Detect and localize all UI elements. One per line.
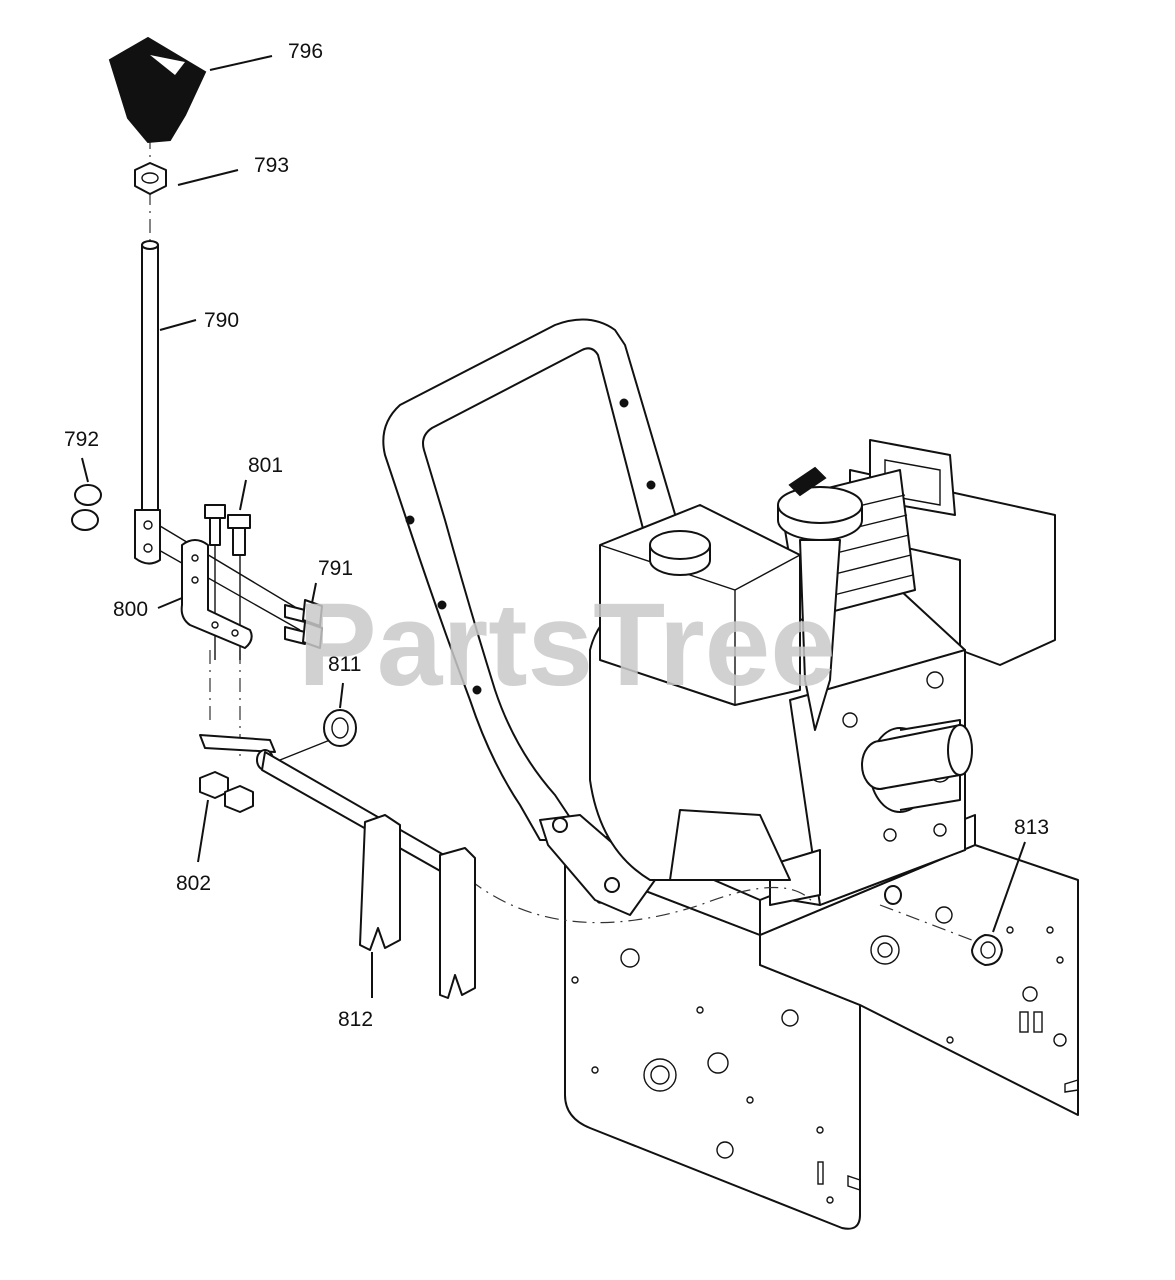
callout-792: 792: [64, 428, 99, 451]
callout-812: 812: [338, 1008, 373, 1031]
callout-791: 791: [318, 557, 353, 580]
watermark: PartsTree: [298, 579, 836, 711]
nuts-802: [199, 771, 254, 813]
callout-796: 796: [288, 40, 323, 63]
spacers-792: [71, 484, 102, 531]
engine: [589, 439, 1056, 906]
knob-796: [108, 36, 207, 144]
bolts-801: [204, 504, 251, 556]
bolts-791: [284, 599, 323, 649]
callout-labels: 796 793 790 792 801 791 800 811 802 812 …: [64, 40, 1049, 1031]
callout-800: 800: [113, 598, 148, 621]
callout-801: 801: [248, 454, 283, 477]
leader-lines: [81, 55, 1026, 998]
shift-rod-790: [134, 240, 161, 565]
callout-813: 813: [1014, 816, 1049, 839]
callout-802: 802: [176, 872, 211, 895]
bearing-811: [323, 709, 357, 747]
shift-shaft-812: [199, 734, 476, 999]
nut-793: [134, 162, 167, 195]
clip-813: [884, 885, 1003, 966]
callout-790: 790: [204, 309, 239, 332]
callout-811: 811: [328, 653, 361, 676]
callout-793: 793: [254, 154, 289, 177]
bracket-800: [180, 539, 253, 649]
